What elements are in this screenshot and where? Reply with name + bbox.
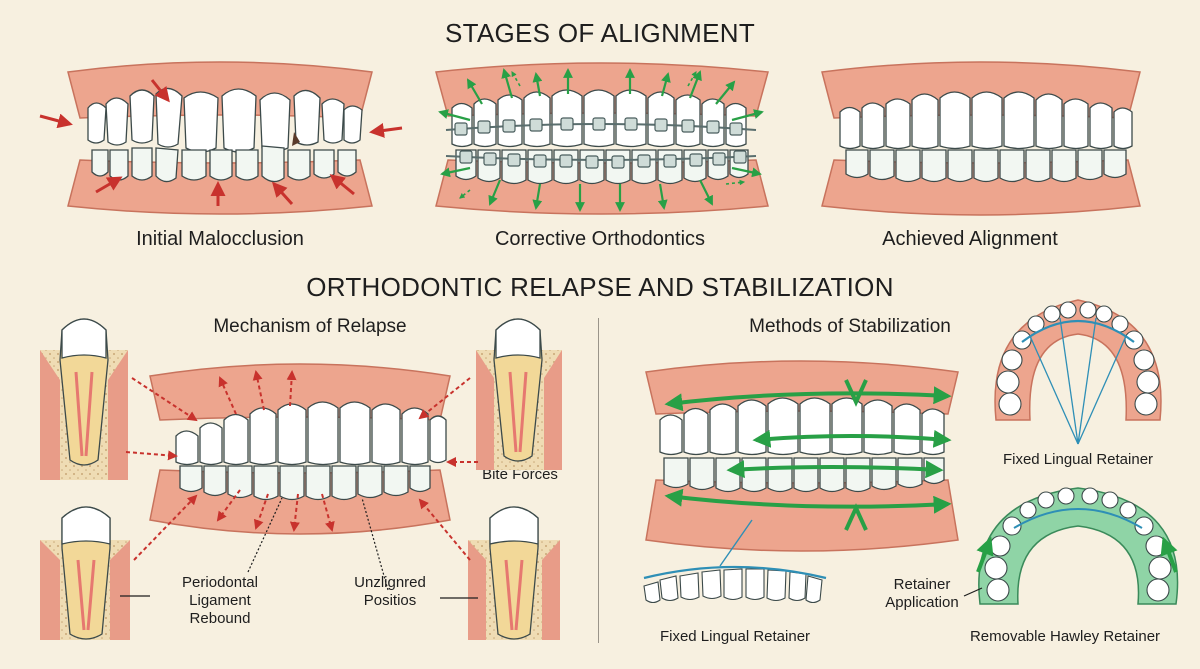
fixed-lingual-retainer-upper-arch	[994, 299, 1162, 445]
tooth-section-bottom-right	[468, 506, 560, 640]
section-title-stages: STAGES OF ALIGNMENT	[444, 18, 756, 48]
tooth-section-bottom-left	[40, 506, 130, 640]
callout-fixed-retainer-bottom: Fixed Lingual Retainer	[659, 628, 811, 645]
tooth-section-top-right	[476, 318, 562, 470]
tooth-section-top-left	[40, 318, 128, 480]
jaw-relapse	[120, 363, 478, 599]
stage-label-achieved: Achieved Alignment	[882, 228, 1058, 250]
removable-hawley-retainer	[963, 487, 1179, 605]
section-title-relapse: ORTHODONTIC RELAPSE AND STABILIZATION	[306, 272, 894, 302]
fixed-retainer-lower-arch	[643, 565, 827, 604]
callout-fixed-retainer-top: Fixed Lingual Retainer	[1002, 451, 1154, 468]
jaw-initial-malocclusion	[39, 61, 403, 215]
jaw-corrective-braces	[435, 62, 769, 215]
stage-label-corrective: Corrective Orthodontics	[494, 228, 706, 250]
relapse-subtitle: Mechanism of Relapse	[213, 316, 407, 337]
jaw-achieved-alignment	[821, 61, 1141, 216]
callout-hawley-retainer: Removable Hawley Retainer	[969, 628, 1161, 645]
stabilization-subtitle: Methods of Stabilization	[749, 316, 951, 337]
stage-label-initial: Initial Malocclusion	[136, 228, 304, 250]
jaw-stabilization	[645, 360, 959, 567]
section-divider	[598, 318, 599, 643]
